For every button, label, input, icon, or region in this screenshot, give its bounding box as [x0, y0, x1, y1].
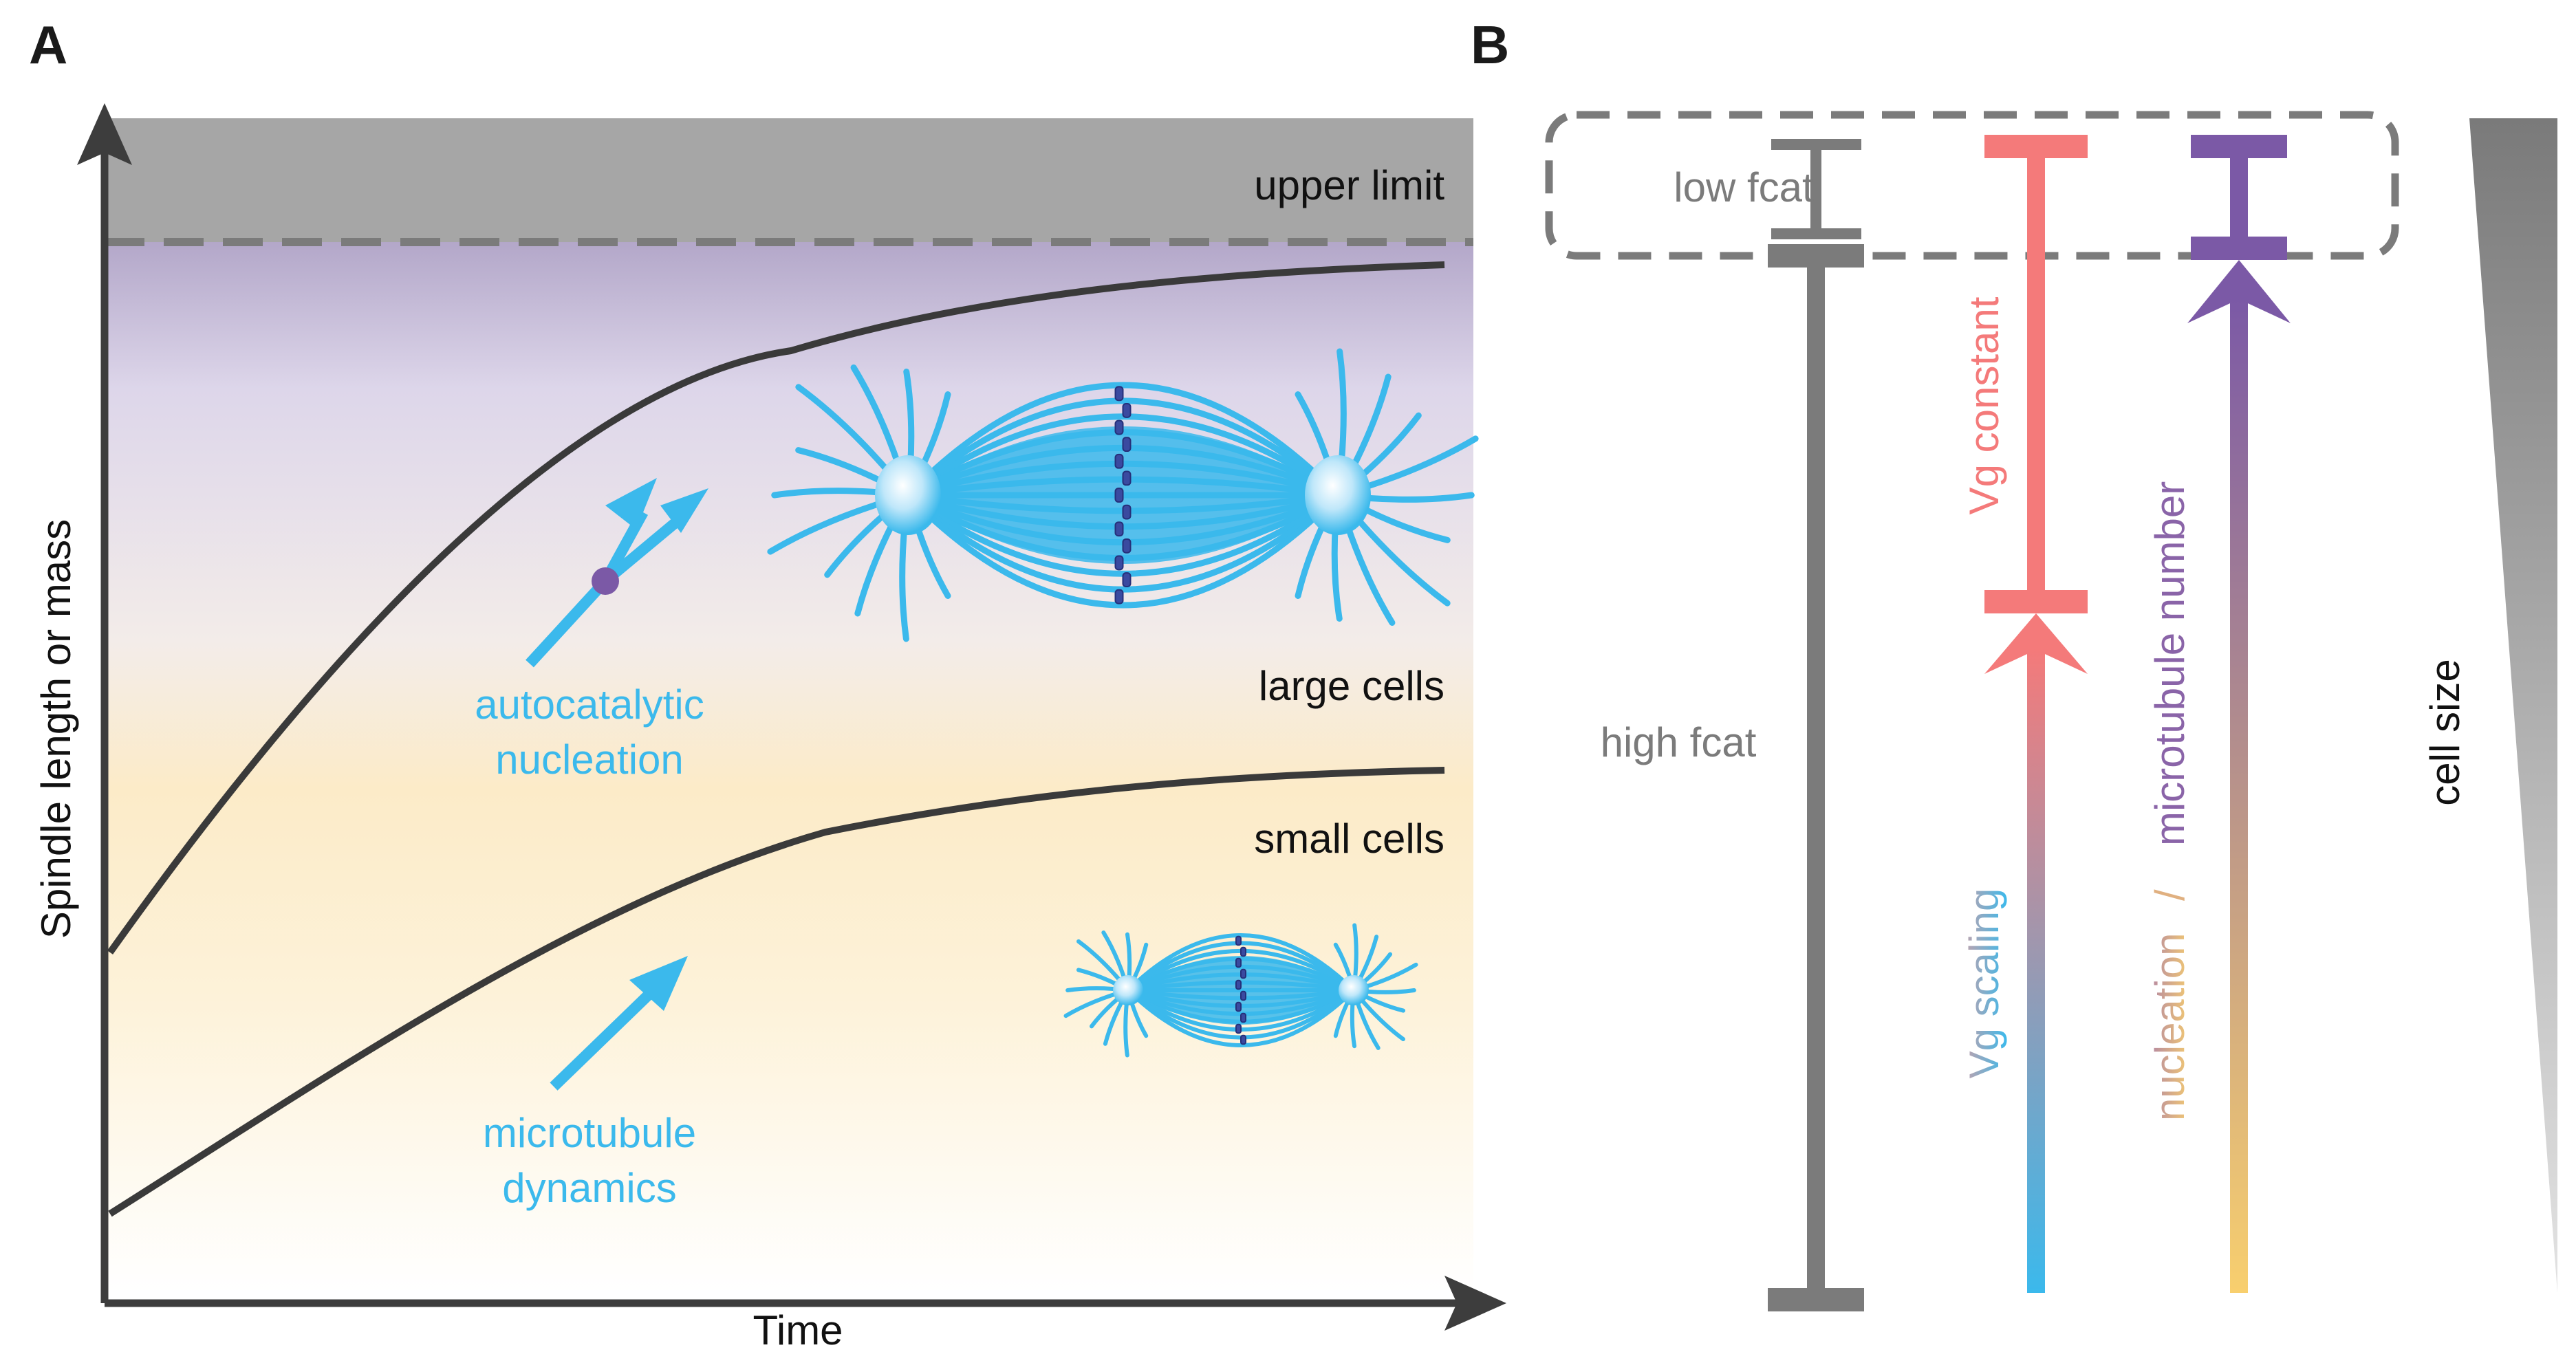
nucleation-label: nucleation	[2147, 933, 2193, 1121]
autocatalytic-label-line1: autocatalytic	[475, 682, 704, 728]
small-spindle-pole-right	[1339, 975, 1369, 1005]
nucleation-label-group: nucleation / microtubule number	[2147, 481, 2193, 1121]
microtubule-number-label: microtubule number	[2147, 481, 2193, 846]
vg-bar	[1984, 135, 2088, 1293]
slash-label: /	[2147, 889, 2193, 901]
large-spindle-pole-left	[875, 455, 941, 535]
upper-limit-band	[105, 118, 1473, 242]
x-axis-label: Time	[753, 1307, 843, 1353]
panel-b-label: B	[1471, 14, 1509, 75]
y-axis-arrowhead	[77, 103, 132, 165]
autocatalytic-arrow	[526, 478, 708, 668]
large-cells-label: large cells	[1259, 663, 1444, 709]
large-spindle-pole-right	[1305, 455, 1371, 535]
dynamics-label-line1: microtubule	[483, 1110, 696, 1156]
cell-size-wedge	[2469, 118, 2557, 1293]
dynamics-label-line2: dynamics	[502, 1165, 676, 1211]
autocatalytic-label-line2: nucleation	[495, 737, 684, 783]
nucleation-point	[592, 567, 619, 595]
large-cells-curve	[107, 261, 1445, 955]
large-spindle-chromosomes	[1114, 386, 1132, 604]
small-cells-label: small cells	[1254, 816, 1444, 862]
small-spindle-chromosomes	[1235, 935, 1246, 1045]
vg-scaling-label: Vg scaling	[1961, 888, 2007, 1079]
panel-b: B low fcat high fcat Vg constant Vg scal…	[1471, 14, 2557, 1311]
high-fcat-bar	[1768, 244, 1864, 1311]
panel-a-label: A	[29, 14, 67, 75]
vg-constant-label: Vg constant	[1961, 296, 2007, 514]
cell-size-label: cell size	[2422, 659, 2468, 805]
large-spindle-illustration	[767, 348, 1479, 642]
low-fcat-dashed-box	[1545, 111, 2399, 260]
panel-a: A upper limit large cells small cells Ti…	[29, 14, 1506, 1353]
small-spindle-pole-left	[1113, 975, 1143, 1005]
small-cells-curve	[108, 767, 1445, 1217]
small-spindle-illustration	[1063, 923, 1418, 1058]
nucleation-bar	[2187, 135, 2291, 1293]
low-fcat-bar	[1771, 139, 1861, 239]
dynamics-arrow	[550, 956, 688, 1091]
high-fcat-label: high fcat	[1601, 719, 1757, 765]
upper-limit-label: upper limit	[1254, 162, 1444, 208]
x-axis-arrowhead	[1444, 1276, 1506, 1331]
low-fcat-label: low fcat	[1674, 164, 1814, 210]
gradient-background	[105, 242, 1473, 1293]
y-axis-label: Spindle length or mass	[33, 519, 79, 939]
